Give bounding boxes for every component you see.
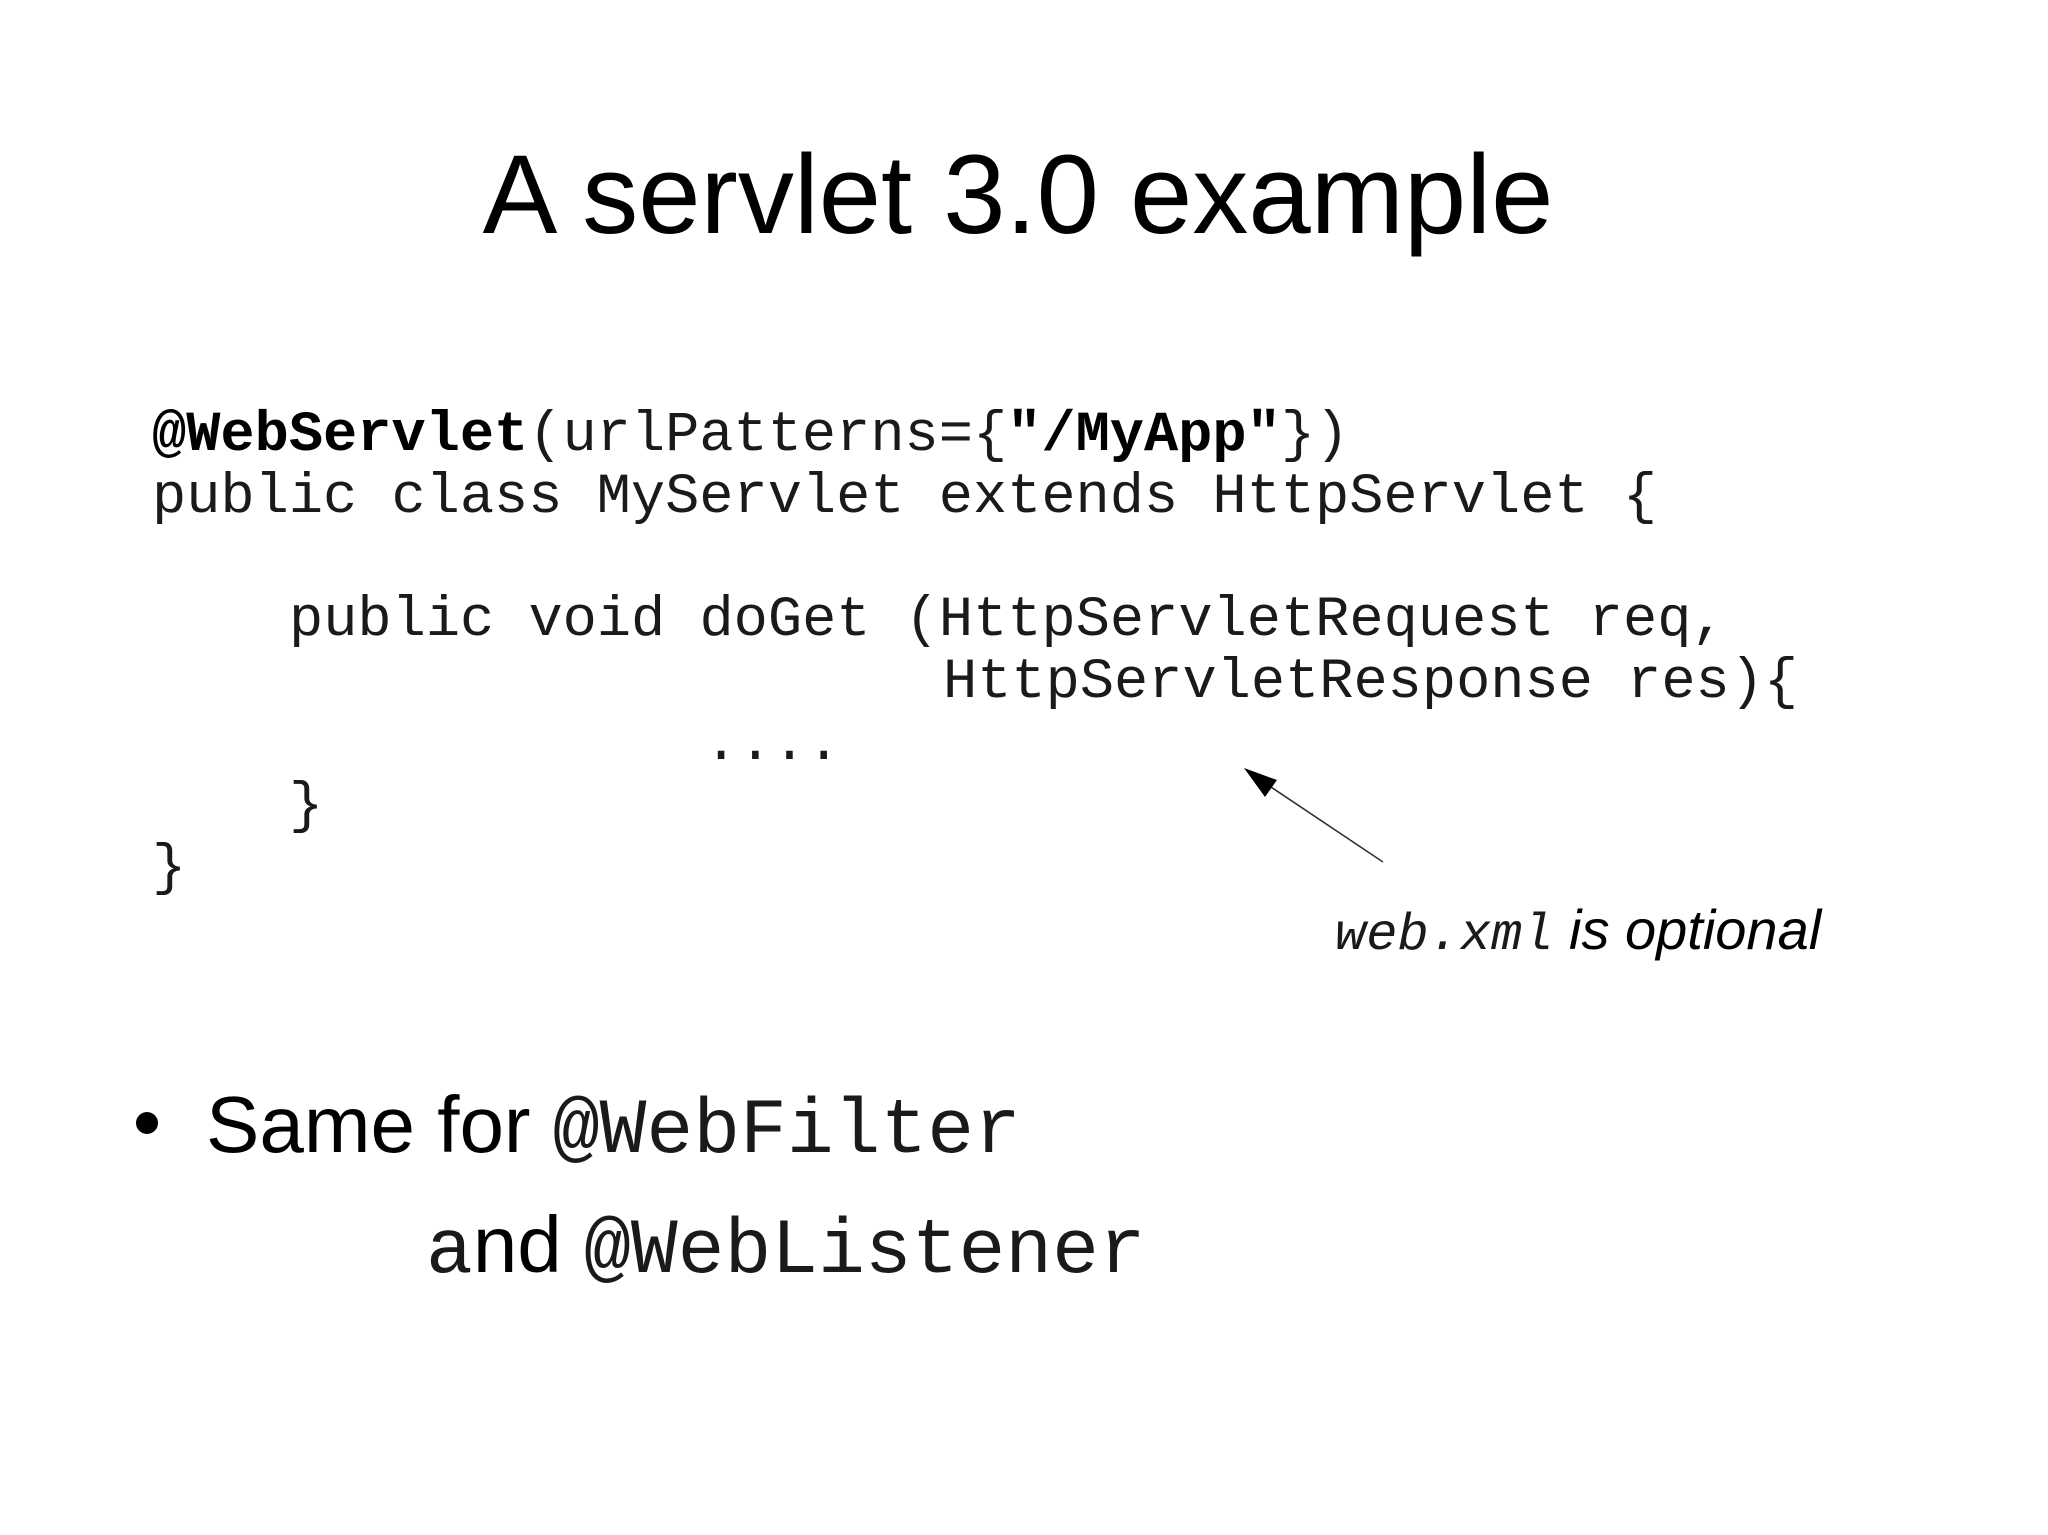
bullet-icon	[136, 1112, 158, 1134]
bullet-item-weblistener: @WebListener	[584, 1208, 1146, 1296]
annotation-value: "/MyApp"	[1007, 404, 1281, 468]
code-line-method-signature: public void doGet (HttpServletRequest re…	[289, 589, 1726, 653]
code-line-method-params: HttpServletResponse res){	[943, 651, 1799, 715]
bullet-connector-mono: a	[426, 1208, 473, 1296]
note-text: is optional	[1553, 898, 1822, 961]
code-line-method-close: }	[289, 775, 324, 839]
code-line-class-close: }	[152, 837, 187, 901]
bullet-prefix: Same for	[206, 1080, 553, 1169]
arrow-shaft	[1261, 780, 1384, 863]
annotation-open: (urlPatterns={	[528, 404, 1008, 468]
code-block: @WebServlet(urlPatterns={"/MyApp"}) publ…	[0, 0, 1798, 900]
note-mono: web.xml	[1335, 906, 1554, 965]
code-line-class-declaration: public class MyServlet extends HttpServl…	[152, 466, 1658, 530]
annotation-name: @WebServlet	[152, 404, 529, 468]
bullet-item-webfilter: @WebFilter	[552, 1088, 1021, 1176]
bullet-connector-text: nd	[472, 1200, 585, 1289]
arrow-head	[1244, 768, 1277, 797]
callout-note: web.xml is optional	[1335, 895, 1821, 971]
code-line-annotation: @WebServlet(urlPatterns={"/MyApp"})	[152, 405, 1349, 467]
bullet-line-1: Same for @WebFilter	[206, 1075, 1021, 1182]
code-line-ellipsis: ....	[704, 713, 841, 777]
bullet-line-2: and @WebListener	[426, 1195, 1146, 1302]
annotation-close: })	[1280, 404, 1350, 468]
slide-title: A servlet 3.0 example	[482, 132, 1554, 257]
